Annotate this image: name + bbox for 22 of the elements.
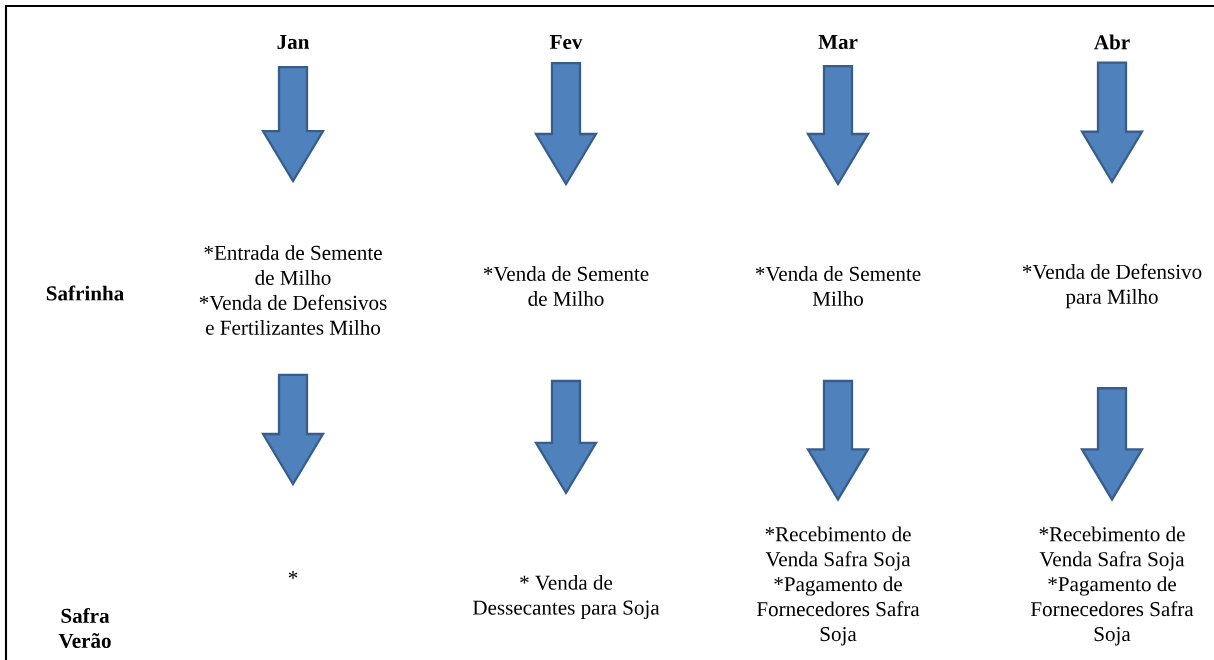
block-arrow <box>534 379 599 496</box>
block-arrow <box>261 66 325 184</box>
row-label: Safrinha <box>46 285 124 301</box>
block-arrow <box>806 65 871 187</box>
activity-text: *Venda de Semente de Milho <box>483 266 649 306</box>
activity-text: *Venda de Semente Milho <box>755 266 921 306</box>
block-arrow <box>806 379 871 502</box>
activity-text: *Venda de Defensivo para Milho <box>1022 263 1202 309</box>
month-heading: Fev <box>549 35 583 49</box>
block-arrow <box>534 61 599 187</box>
block-arrow <box>1080 387 1145 502</box>
activity-text: *Recebimento de Venda Safra Soja *Pagamento de Fornecedores Safra Soja <box>756 526 920 646</box>
row-label: Safra Verão <box>58 607 111 649</box>
activity-text: *Recebimento de Venda Safra Soja *Pagamento de Fornecedores Safra Soja <box>1030 526 1194 646</box>
block-arrow <box>261 373 325 487</box>
month-heading: Abr <box>1094 34 1130 50</box>
activity-text: * <box>288 571 298 579</box>
activity-text: * Venda de Dessecantes para Soja <box>472 574 660 620</box>
month-heading: Mar <box>818 35 858 49</box>
block-arrow <box>1080 61 1145 184</box>
activity-text: *Entrada de Semente de Milho *Venda de Defensivos e Fertilizantes Milho <box>199 245 387 335</box>
month-heading: Jan <box>277 35 310 49</box>
